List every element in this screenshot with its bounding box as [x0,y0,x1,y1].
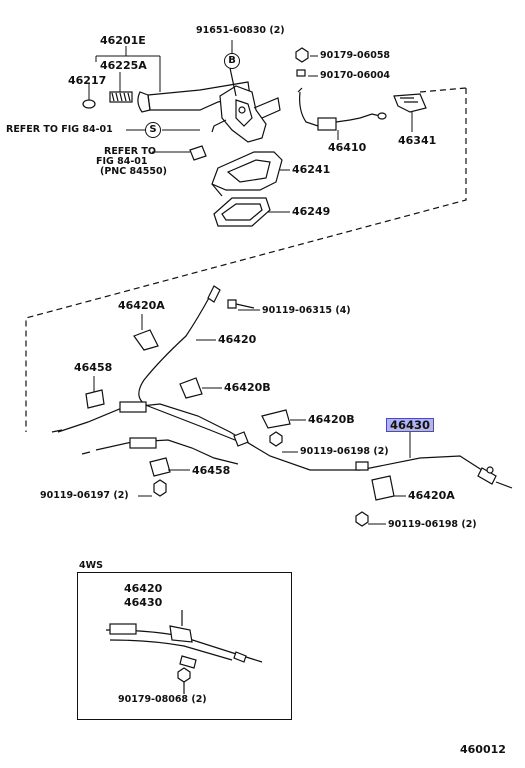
b-marker-circle: B [224,53,240,69]
inset-4ws-drawing [105,610,263,694]
lever-cover [211,151,283,197]
callout-46420A-top: 46420A [118,299,165,312]
callout-90119-06197: 90119-06197 (2) [40,490,129,501]
inset-4ws-box [77,572,292,720]
callout-90119-06198-a: 90119-06198 (2) [300,446,389,457]
callout-46201E: 46201E [100,34,146,47]
callout-90170-06004: 90170-06004 [320,70,391,81]
refer-to-line3: (PNC 84550) [100,166,167,177]
callout-46458-mid: 46458 [192,464,231,477]
callout-46430-highlighted[interactable]: 46430 [386,418,435,432]
callout-90119-06198-b: 90119-06198 (2) [388,519,477,530]
callout-91651-60830: 91651-60830 (2) [196,25,285,36]
front-cable [133,285,255,443]
callout-46420A-right: 46420A [408,489,455,502]
callout-46217: 46217 [68,74,107,87]
callout-46458-left: 46458 [74,361,113,374]
inset-callout-46420: 46420 [124,582,163,595]
callout-46341: 46341 [398,134,437,147]
callout-90179-06058: 90179-06058 [320,50,391,61]
inset-callout-90179-08068: 90179-08068 (2) [118,694,207,705]
callout-46225A: 46225A [100,59,147,72]
rear-cables [51,389,513,527]
callout-46241: 46241 [292,163,331,176]
brake-switch [297,87,387,131]
assembly-boundary [25,88,467,432]
callout-46249: 46249 [292,205,331,218]
boot [213,197,271,227]
s-marker-circle: S [145,122,161,138]
refer-fig-84-01: REFER TO FIG 84-01 [6,124,113,135]
callout-46420-mid: 46420 [218,333,257,346]
callout-90119-06315: 90119-06315 (4) [262,305,351,316]
inset-callout-46430: 46430 [124,596,163,609]
inset-4ws-tag: 4WS [79,560,103,571]
lever-assembly [82,67,281,161]
refer-to-line1: REFER TO [104,146,156,157]
leader-lines [88,40,413,525]
callout-46420B-2: 46420B [308,413,355,426]
figure-number: 460012 [460,743,506,756]
callout-46420B-1: 46420B [224,381,271,394]
callout-46410: 46410 [328,141,367,154]
refer-to-line2: FIG 84-01 [96,156,148,167]
bracket-46341 [393,93,427,113]
